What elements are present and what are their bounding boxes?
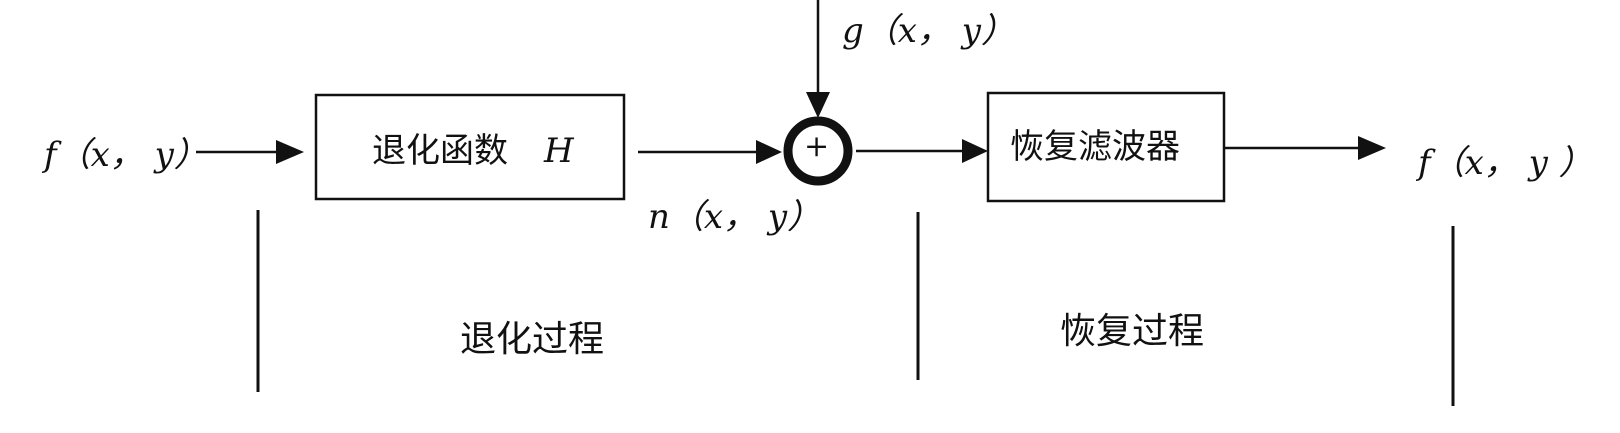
input-arrow	[196, 140, 304, 164]
output-signal-label: f（x， y ）	[1418, 143, 1593, 183]
degradation-function-text: 退化函数 H	[372, 134, 574, 168]
output-arrow	[1224, 136, 1386, 160]
degradation-function-symbol: H	[544, 131, 574, 171]
input-signal-label: f（x， y）	[44, 135, 208, 175]
degradation-function-box	[314, 93, 626, 201]
degradation-stage-label: 退化过程	[460, 319, 605, 360]
degradation-function-label: 退化函数	[372, 131, 508, 171]
noise-signal-label: n（x， y）	[648, 197, 822, 237]
adder-plus-sign: +	[804, 129, 830, 164]
noise-arrow	[806, 0, 830, 118]
restoration-stage-label: 恢复过程	[1060, 311, 1205, 352]
adder-to-filter-arrow	[856, 139, 988, 163]
restoration-filter-label: 恢复滤波器	[1010, 127, 1180, 167]
adder-circle	[783, 116, 853, 186]
degraded-signal-label: g（x， y）	[842, 11, 1015, 51]
degradation-to-adder-arrow	[638, 140, 782, 164]
